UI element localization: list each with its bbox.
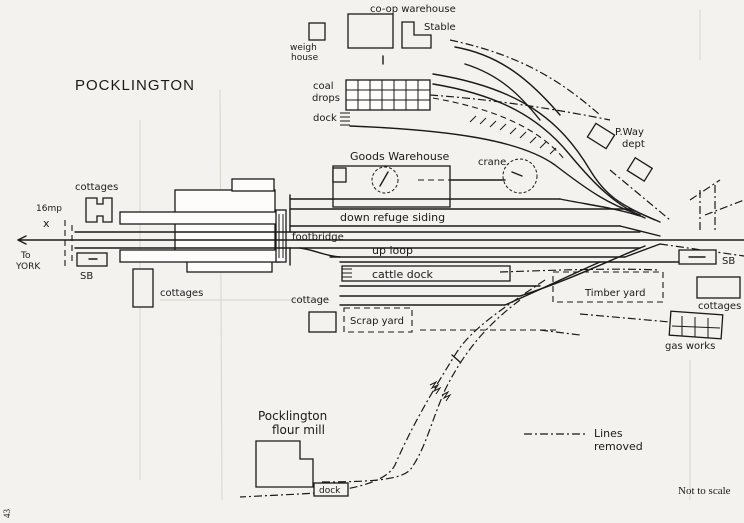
diagram-title: POCKLINGTON [75, 77, 195, 94]
to-york-label-2: YORK [15, 262, 41, 272]
legend-label-2: removed [594, 440, 643, 453]
footbridge-label: footbridge [292, 232, 344, 243]
cottages-right-building [696, 276, 741, 299]
mill-dock-label: dock [319, 486, 341, 496]
not-to-scale-note: Not to scale [678, 485, 731, 497]
to-york-arrow [17, 235, 27, 245]
branch-stop [451, 354, 461, 363]
footbridge-structure [275, 209, 287, 263]
legend-label-1: Lines [594, 427, 623, 440]
gas-works-label: gas works [665, 341, 715, 352]
co-op-warehouse [347, 13, 394, 49]
cottages-lower-label: cottages [160, 288, 203, 299]
flour-mill-branch [239, 279, 546, 498]
goods-yard-sidings [349, 46, 656, 221]
cottages-lower-building [132, 268, 154, 308]
weigh-house [308, 22, 326, 41]
cottages-right-label: cottages [698, 301, 741, 312]
removed-top-siding [449, 39, 601, 116]
timber-yard-label: Timber yard [584, 288, 645, 299]
scrap-yard-boundary [343, 307, 413, 333]
gas-works [668, 310, 724, 340]
dock-top-label: dock [313, 113, 337, 124]
flour-mill-building [255, 440, 314, 488]
up-loop-label: up loop [372, 244, 413, 257]
goods-warehouse [332, 165, 451, 208]
pway-label-2: dept [622, 139, 645, 150]
co-op-warehouse-label: co-op warehouse [370, 4, 456, 15]
signal-box-left-label: SB [80, 271, 93, 282]
crane-label: crane [478, 157, 506, 168]
signal-box-right-label: SB [722, 256, 735, 267]
goods-warehouse-annex [332, 167, 347, 183]
branch-gate-2 [441, 390, 452, 402]
dock-hatching [340, 112, 350, 126]
pway-shed-1 [586, 122, 616, 150]
station-building-upper [231, 178, 275, 192]
cottage-building [308, 311, 337, 333]
mile-post-marker: x [43, 217, 50, 230]
pway-shed-2 [626, 156, 654, 182]
mill-dock [313, 482, 349, 497]
stable-building [401, 21, 432, 49]
crane-icon [511, 171, 523, 177]
removed-coal-siding [429, 94, 611, 121]
stable-label: Stable [424, 22, 456, 33]
cottages-left-label: cottages [75, 182, 118, 193]
flour-mill-label-1: Pocklington [258, 409, 327, 423]
gas-works-siding [579, 313, 671, 323]
down-platform [119, 211, 281, 225]
mile-post-label: 16mp [36, 204, 62, 214]
weigh-house-label-1: weigh [290, 43, 317, 53]
coal-drops-label-2: drops [312, 93, 340, 104]
coal-drops [345, 79, 431, 111]
flour-mill-label-2: flour mill [272, 423, 325, 437]
goods-warehouse-label: Goods Warehouse [350, 150, 450, 163]
main-lines [17, 194, 744, 306]
pway-label-1: P.Way [615, 127, 644, 138]
to-york-label-1: To [20, 251, 31, 261]
branch-gate-1 [429, 380, 442, 395]
timber-yard-boundary [552, 271, 664, 303]
goods-crane-icon [379, 171, 389, 187]
weigh-house-label-2: house [291, 53, 319, 63]
cattle-dock-label: cattle dock [372, 268, 433, 281]
page-number: 43 [2, 509, 12, 519]
removed-lines-east [499, 169, 744, 336]
up-platform [119, 249, 281, 263]
cattle-dock-hatching [342, 268, 352, 278]
embankment-hatching [469, 115, 557, 155]
down-refuge-siding-label: down refuge siding [340, 211, 445, 224]
coal-drops-label-1: coal [313, 81, 334, 92]
crane-circle [502, 158, 538, 194]
goods-crane-circle [371, 166, 399, 194]
cottages-left-building [85, 197, 113, 223]
cottage-label: cottage [291, 295, 329, 306]
scrap-yard-label: Scrap yard [350, 316, 404, 327]
